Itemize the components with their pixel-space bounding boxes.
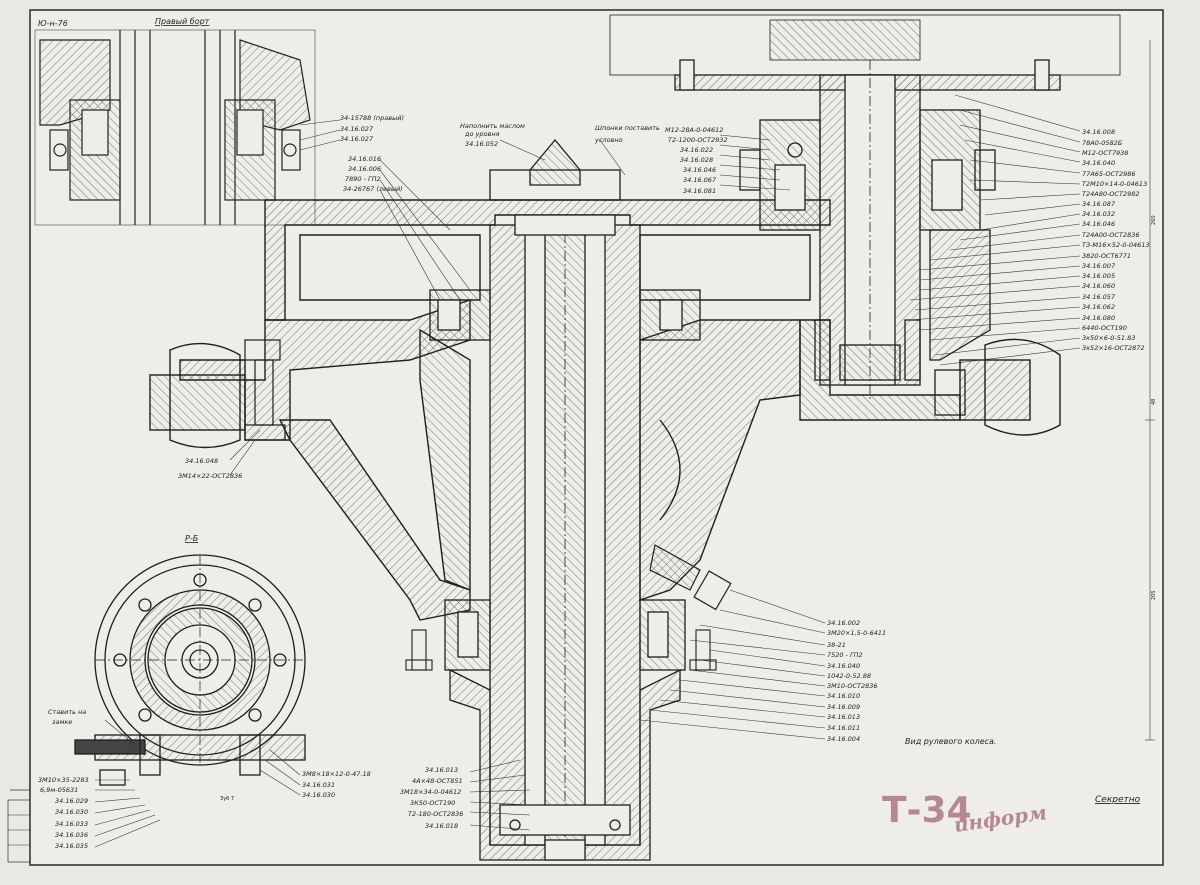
callout-r-19: 34.16.080 [1082,314,1115,322]
callout-lm-2: 3М14×22-ОСТ2836 [178,472,242,480]
secret-stamp: Секретно [1095,795,1141,805]
callout-lr-11: 34.16.011 [827,724,860,732]
callout-lc-6: 34.16.018 [425,822,458,830]
callout-lr-8: 34.16.010 [827,692,860,700]
callout-sl-6: 34.16.030 [55,808,88,816]
callout-um-4: 34.16.028 [680,156,713,164]
callout-um-1: М12-28А-0-04612 [665,126,723,134]
callout-lr-5: 34.16.040 [827,662,860,670]
callout-r-4: 34.16.040 [1082,159,1115,167]
callout-sr-3: 34.16.030 [302,791,335,799]
bottom-caption: Вид рулевого колеса. [905,737,996,746]
callout-ul-7: 34-26767 (левый) [343,185,403,193]
callout-um-3: 34.16.022 [680,146,713,154]
dimension-1: 205 [1151,590,1157,600]
callout-sl-5: 34.16.029 [55,797,88,805]
callout-r-14: 34.16.007 [1082,262,1116,270]
note-center-line1: Наполнить маслом [460,122,525,130]
callout-lr-1: 34.16.002 [827,619,860,627]
callout-ul-5: 34.16.006 [348,165,381,173]
callout-lc-2: 4А×48-ОСТ851 [412,777,463,785]
callout-r-17: 34.16.057 [1082,293,1116,301]
callout-um-7: 34.16.081 [683,187,716,195]
callout-lr-12: 34.16.004 [827,735,860,743]
callout-ul-6: 7890 - ГП2 [345,175,381,183]
callout-r-7: Т24А80-ОСТ2982 [1082,190,1139,198]
callout-sl-1: Ставить на [48,708,86,716]
dimension-4: Зуб 7 [220,796,234,802]
texts: Ю-н-76 Правый борт Р-Б Вид рулевого коле… [38,17,1157,850]
drain-plug [649,544,732,611]
callout-r-22: 3к52×16-ОСТ2872 [1082,344,1145,352]
callout-ul-3: 34.16.027 [340,135,374,143]
callout-um-6: 34.16.067 [683,176,717,184]
callout-sl-8: 34.16.036 [55,831,88,839]
note-right-line1: Шпонки поставить [595,124,660,132]
callout-sl-2: замке [52,718,72,726]
dimension-lines [1145,40,1155,741]
callout-sr-1: 3М8×18×12-0-47.18 [302,770,371,778]
callout-r-21: 3к50×6-0-51.83 [1082,334,1135,342]
callout-ul-4: 34.16.016 [348,155,381,163]
callout-r-16: 34.16.060 [1082,282,1115,290]
section-title: Р-Б [185,534,199,543]
callout-lc-1: 34.16.013 [425,766,458,774]
callout-lr-3: 38-21 [827,641,846,649]
callout-r-20: 6440-ОСТ190 [1082,324,1127,332]
right-shaft-assembly [609,14,1121,416]
note-right-line2: условно [594,136,623,144]
central-shaft [429,138,701,861]
callout-r-18: 34.16.062 [1082,303,1115,311]
callout-lr-9: 34.16.009 [827,703,860,711]
main-housing [149,199,1061,621]
callout-um-2: Т2-1200-ОСТ2932 [668,136,728,144]
callout-r-5: 77А65-ОСТ2986 [1082,170,1136,178]
view-right-side-partial [34,29,316,226]
callout-ul-1: 34-15788 (правый) [340,114,404,122]
callout-sr-2: 34.16.031 [302,781,335,789]
callout-r-6: Т2М10×14-0-04613 [1082,180,1147,188]
note-center-line3: 34.16.052 [465,140,498,148]
callout-r-1: 34.16.008 [1082,128,1115,136]
callout-lc-4: 3К50-ОСТ190 [410,799,455,807]
callout-ul-2: 34.16.027 [340,125,374,133]
callout-r-11: Т24А00-ОСТ2836 [1082,231,1139,239]
callout-r-12: ТЗ-М16×52-0-04613 [1082,241,1150,249]
callout-lr-2: 3М20×1,5-0-6411 [827,629,886,637]
callout-sl-3: 3М10×35-2283 [38,776,89,784]
callout-sl-4: 6,9м-05631 [40,786,78,794]
callout-r-10: 34.16.046 [1082,220,1115,228]
callout-sl-9: 34.16.035 [55,842,88,850]
callout-um-5: 34.16.046 [683,166,716,174]
dimension-3: 260 [1151,215,1157,225]
callout-r-2: 78А0-0582Б [1082,139,1123,147]
callout-lr-10: 34.16.013 [827,713,860,721]
callout-sl-7: 34.16.033 [55,820,88,828]
callout-r-13: 3820-ОСТ6771 [1082,252,1131,260]
callout-lc-5: Т2-180-ОСТ2836 [408,810,463,818]
view-title-top-left: Правый борт [155,17,210,26]
lower-studs [405,629,717,671]
callout-r-15: 34.16.005 [1082,272,1115,280]
callout-lr-4: 7520 - ГП2 [827,651,863,659]
callout-r-9: 34.16.032 [1082,210,1115,218]
callout-lm-1: 34.16.048 [185,457,218,465]
callout-lr-6: 1042-0-52.88 [827,672,871,680]
callout-lr-7: 3М10-ОСТ2836 [827,682,878,690]
callout-r-8: 34.16.087 [1082,200,1116,208]
left-flange-bolt [244,339,286,441]
dimension-2: 48 [1151,399,1157,405]
sheet-code: Ю-н-76 [38,19,68,28]
side-stamp-box [7,799,31,863]
callout-lc-3: 3М18×34-0-04612 [400,788,461,796]
watermark-main: Т-34 [882,790,972,831]
section-view [74,554,306,786]
callout-r-3: М12-ОСТ7938 [1082,149,1128,157]
leader-lines [94,94,1081,848]
note-center-line2: до уровня [464,130,500,138]
